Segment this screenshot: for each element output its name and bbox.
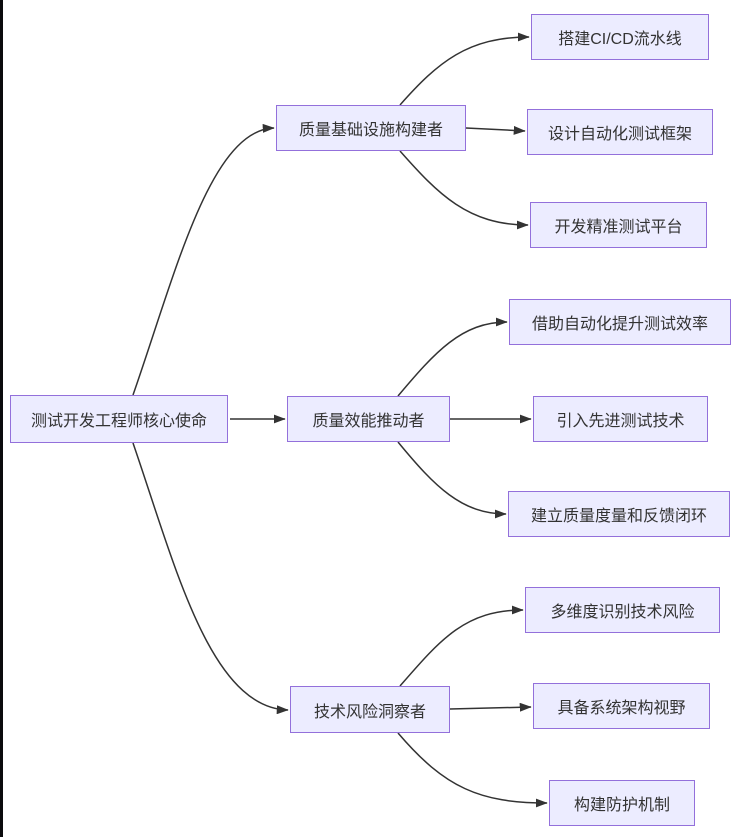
node-ci-cd-pipeline: 搭建CI/CD流水线 [531,14,709,60]
node-advanced-test-tech: 引入先进测试技术 [533,396,708,442]
edge-branch1-to-leaf1 [399,32,530,106]
node-multidim-risk-identification: 多维度识别技术风险 [525,587,720,633]
node-root-mission: 测试开发工程师核心使命 [10,395,228,443]
edge-branch2-to-leaf3 [397,441,507,519]
node-protection-mechanism: 构建防护机制 [549,780,695,826]
edge-root-to-branch1 [132,123,275,396]
edge-branch1-to-leaf2 [465,125,526,135]
edge-branch3-to-leaf3 [397,732,548,808]
edge-branch2-to-leaf1 [397,317,508,397]
edge-root-to-branch3 [132,442,289,715]
node-quality-metrics-feedback-loop: 建立质量度量和反馈闭环 [508,491,730,537]
node-system-architecture-vision: 具备系统架构视野 [533,683,710,729]
edge-branch3-to-leaf1 [399,605,524,687]
node-automation-efficiency: 借助自动化提升测试效率 [509,299,731,345]
edge-branch3-to-leaf2 [449,702,532,712]
edge-branch1-to-leaf3 [399,150,529,230]
node-quality-infrastructure-builder: 质量基础设施构建者 [276,105,466,151]
node-precise-test-platform: 开发精准测试平台 [530,202,707,248]
node-automation-test-framework: 设计自动化测试框架 [527,109,713,155]
node-tech-risk-insight: 技术风险洞察者 [290,686,450,733]
node-quality-efficiency-promoter: 质量效能推动者 [287,396,450,442]
screen-left-edge [0,0,3,837]
